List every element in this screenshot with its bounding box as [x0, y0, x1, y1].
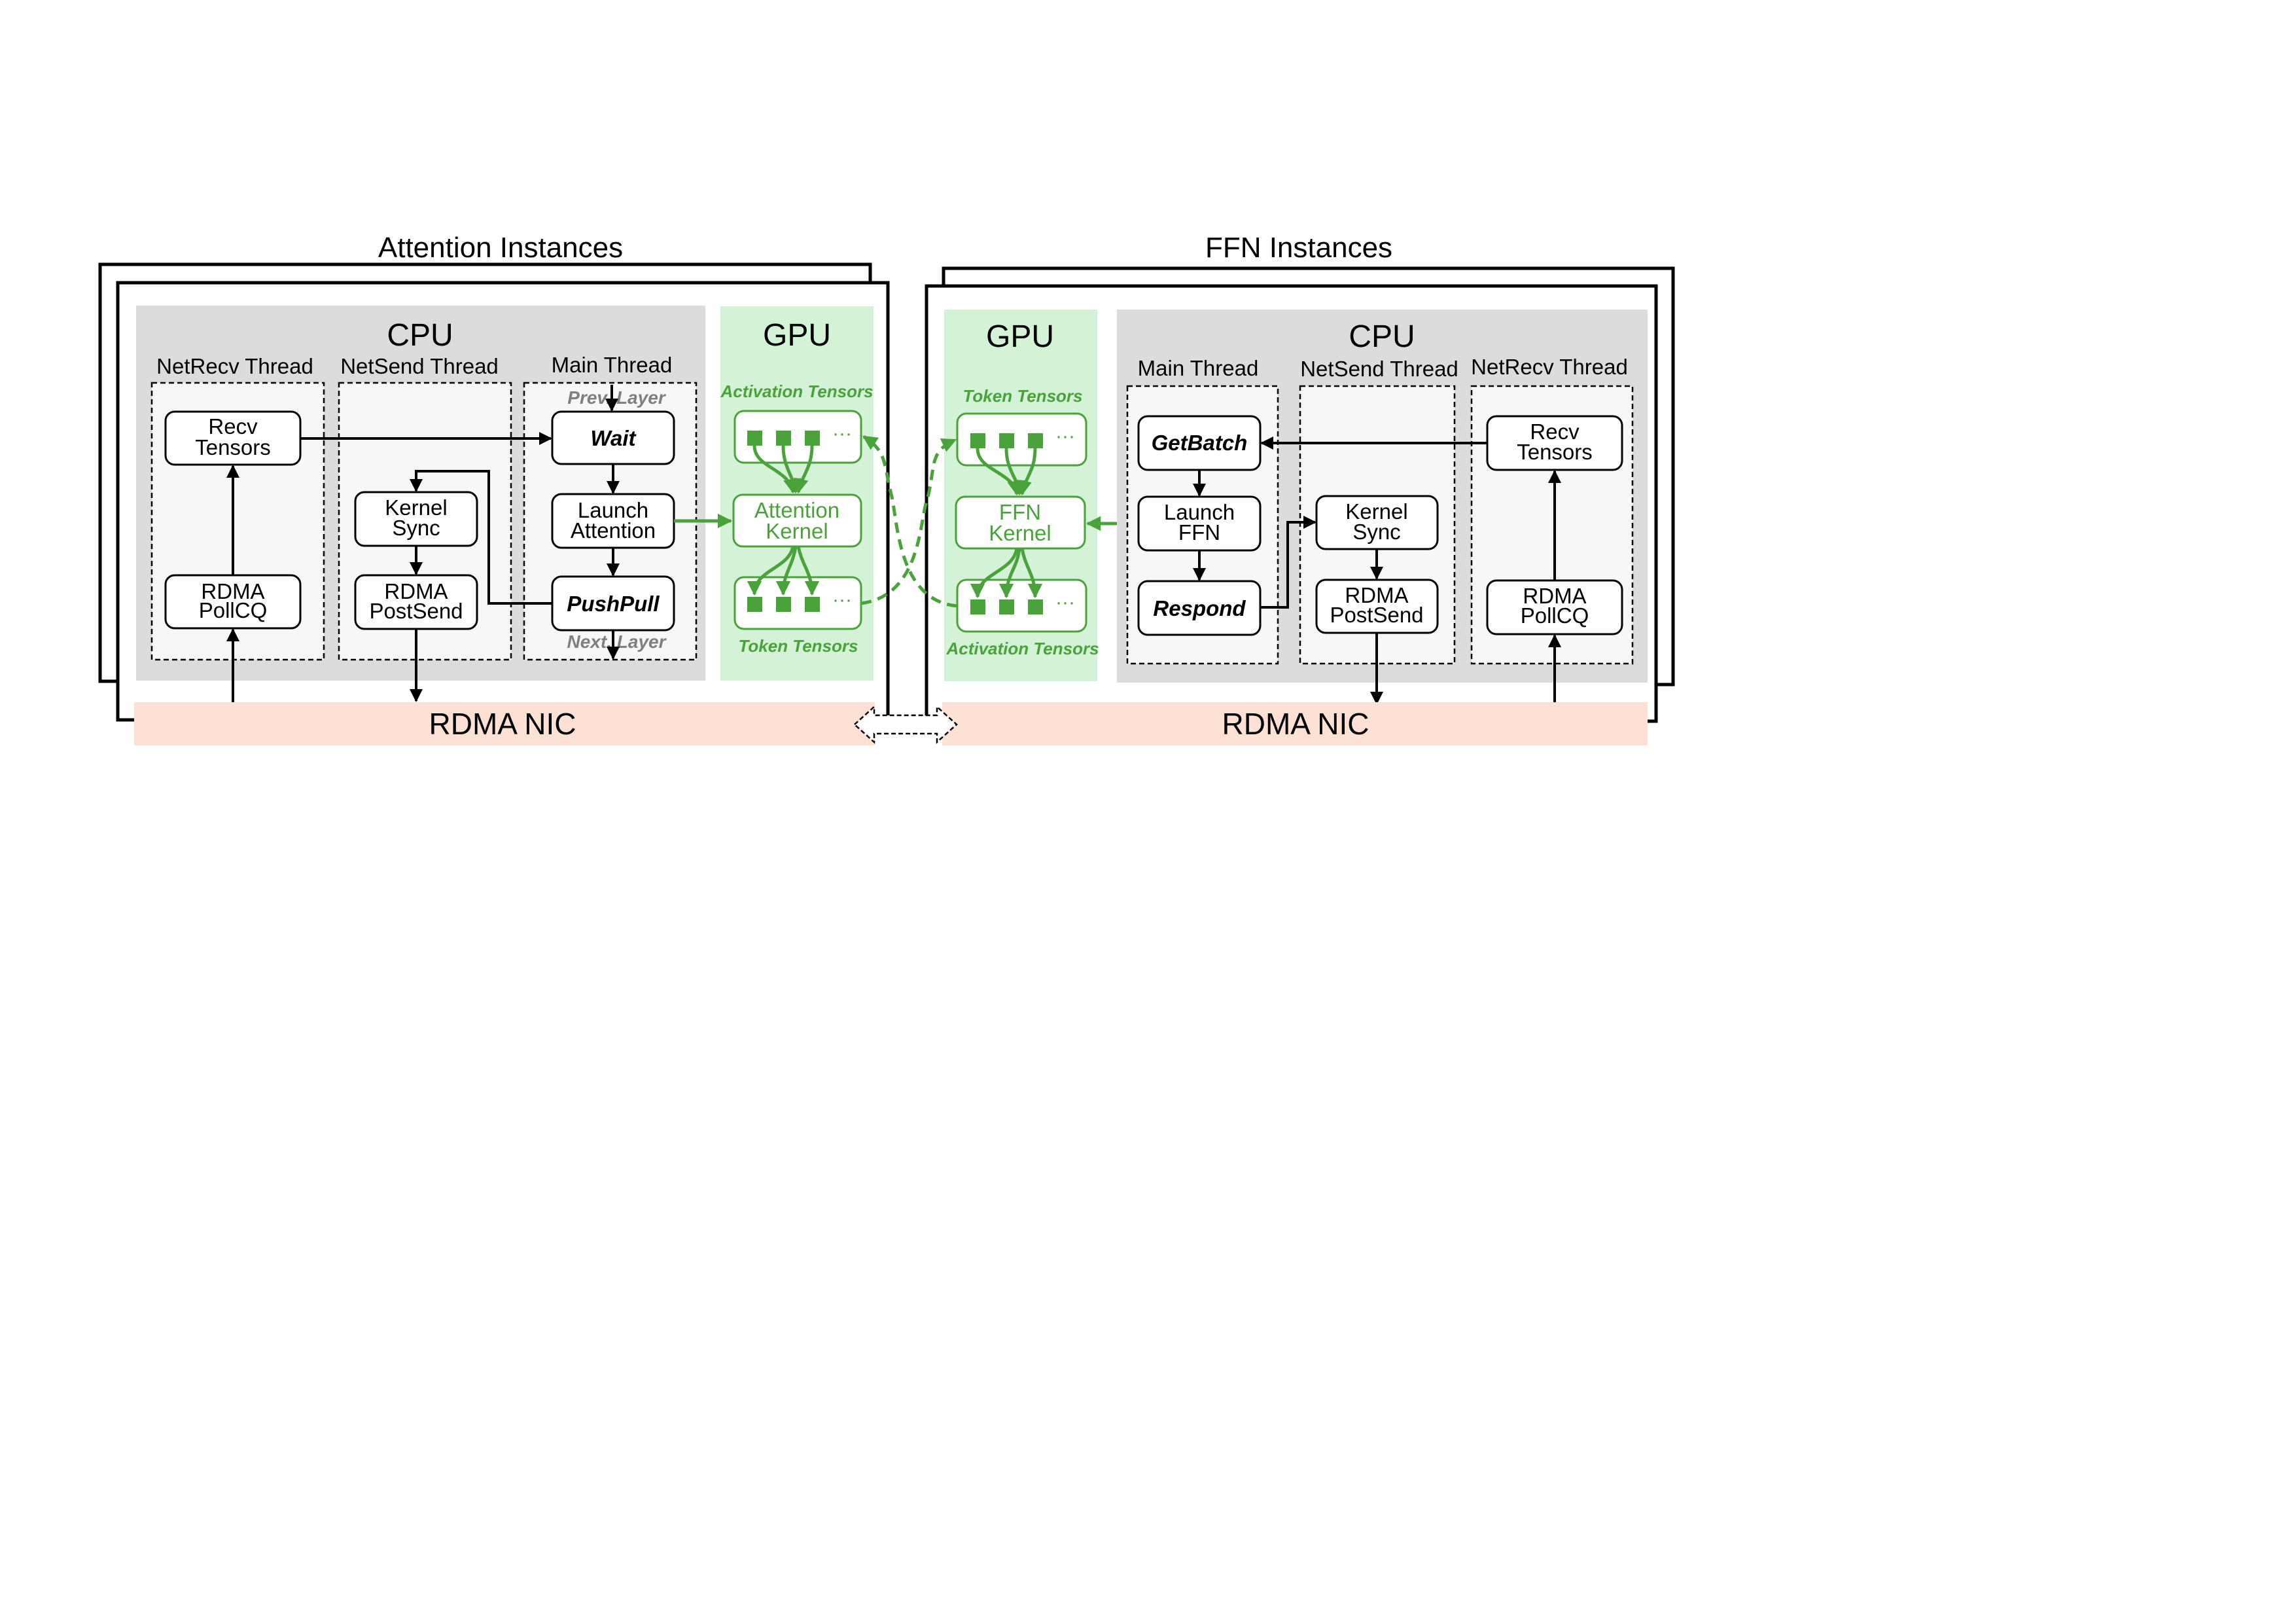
attention-launch-attention-box: Launch Attention	[551, 493, 675, 549]
svg-text:Launch: Launch	[578, 498, 648, 522]
ffn-cpu-title: CPU	[1349, 319, 1415, 354]
ffn-rdma-postsend-box: RDMA PostSend	[1315, 579, 1439, 634]
tensor-square	[1028, 433, 1043, 448]
attention-rdma-pollcq-box: RDMA PollCQ	[164, 574, 302, 630]
attention-token-tensors-label: Token Tensors	[738, 636, 858, 656]
tensor-square	[1028, 599, 1043, 615]
ffn-kernel-sync-box: Kernel Sync	[1315, 495, 1439, 550]
attention-gpu-title: GPU	[763, 318, 831, 353]
svg-text:FFN: FFN	[999, 500, 1041, 524]
svg-text:···: ···	[1055, 592, 1075, 613]
ffn-token-tensors-box: ···	[956, 412, 1087, 467]
svg-text:Attention: Attention	[754, 498, 839, 522]
ffn-recv-tensors-box: Recv Tensors	[1486, 415, 1623, 471]
attention-netsend-thread-label: NetSend Thread	[340, 354, 499, 378]
ffn-instances: FFN Instances GPU Token Tensors ··· FFN …	[925, 232, 1675, 745]
ffn-rdma-nic-label: RDMA NIC	[1222, 707, 1369, 741]
ffn-netrecv-thread-label: NetRecv Thread	[1471, 355, 1628, 379]
attention-netrecv-thread-label: NetRecv Thread	[156, 354, 313, 378]
ffn-kernel-box: FFN Kernel	[955, 495, 1086, 550]
tensor-square	[805, 431, 820, 446]
svg-text:Respond: Respond	[1153, 596, 1246, 620]
ffn-cpu-arrows	[1193, 437, 1561, 705]
svg-text:RDMA: RDMA	[1523, 584, 1586, 608]
svg-text:Kernel: Kernel	[989, 521, 1051, 545]
tensor-square	[970, 433, 985, 448]
ffn-launch-ffn-box: Launch FFN	[1137, 495, 1262, 552]
attention-kernel-sync-box: Kernel Sync	[354, 491, 478, 547]
svg-text:Kernel: Kernel	[766, 519, 828, 543]
nic-bidirectional-arrow	[853, 705, 958, 744]
svg-text:RDMA: RDMA	[201, 579, 264, 603]
attention-rdma-nic-label: RDMA NIC	[429, 707, 576, 741]
svg-text:Sync: Sync	[1352, 520, 1400, 544]
attention-rdma-postsend-box: RDMA PostSend	[354, 574, 478, 630]
svg-text:PollCQ: PollCQ	[199, 598, 268, 622]
tensor-square	[776, 597, 791, 612]
attention-recv-tensors-box: Recv Tensors	[164, 410, 302, 466]
tensor-square	[805, 597, 820, 612]
attention-main-thread-label: Main Thread	[552, 353, 673, 377]
tensor-square	[747, 431, 762, 446]
ffn-getbatch-box: GetBatch	[1137, 415, 1262, 471]
ffn-instances-title: FFN Instances	[1205, 232, 1392, 264]
svg-text:Attention: Attention	[571, 518, 656, 543]
attention-prev-layer-label: Prev. Layer	[567, 387, 667, 408]
svg-text:···: ···	[832, 589, 852, 611]
svg-text:···: ···	[832, 423, 852, 444]
attention-token-tensors-box: ···	[733, 576, 862, 630]
svg-text:RDMA: RDMA	[384, 579, 448, 603]
svg-text:Recv: Recv	[208, 414, 258, 438]
svg-text:PostSend: PostSend	[1330, 603, 1423, 627]
ffn-rdma-pollcq-box: RDMA PollCQ	[1486, 579, 1623, 635]
cross-instance-dashed-arrows	[860, 435, 958, 608]
ffn-rdma-nic	[942, 702, 1648, 745]
ffn-gpu-title: GPU	[986, 319, 1054, 354]
svg-text:Recv: Recv	[1530, 419, 1580, 444]
svg-text:Wait: Wait	[590, 426, 637, 450]
attention-pushpull-box: PushPull	[551, 575, 675, 632]
tensor-square	[999, 599, 1014, 615]
attention-instances: Attention Instances CPU NetRecv Thread N…	[98, 232, 890, 745]
svg-text:FFN: FFN	[1178, 520, 1220, 544]
attention-activation-tensors-box: ···	[733, 410, 862, 464]
svg-text:PushPull: PushPull	[567, 592, 660, 616]
ffn-activation-tensors-box: ···	[956, 579, 1087, 633]
svg-text:Kernel: Kernel	[1345, 499, 1407, 524]
ffn-respond-box: Respond	[1137, 580, 1262, 636]
svg-text:Kernel: Kernel	[385, 495, 447, 520]
ffn-netsend-thread-label: NetSend Thread	[1300, 357, 1458, 381]
ffn-token-tensors-label: Token Tensors	[963, 386, 1082, 406]
svg-text:RDMA: RDMA	[1345, 583, 1408, 607]
ffn-main-thread-label: Main Thread	[1138, 356, 1259, 380]
svg-text:PostSend: PostSend	[369, 599, 463, 623]
attention-cpu-title: CPU	[387, 318, 453, 353]
attention-cpu-arrows	[226, 385, 620, 704]
attention-next-layer-label: Next. Layer	[567, 632, 667, 652]
svg-text:GetBatch: GetBatch	[1152, 431, 1248, 455]
svg-text:PollCQ: PollCQ	[1521, 603, 1589, 628]
tensor-square	[999, 433, 1014, 448]
attention-rdma-nic	[134, 702, 875, 745]
attention-instances-title: Attention Instances	[378, 232, 623, 264]
attention-kernel-box: Attention Kernel	[732, 493, 862, 548]
svg-text:Tensors: Tensors	[1517, 440, 1593, 464]
attention-wait-box: Wait	[551, 410, 675, 465]
ffn-activation-tensors-label: Activation Tensors	[945, 639, 1099, 658]
svg-text:···: ···	[1055, 425, 1075, 447]
tensor-square	[970, 599, 985, 615]
attention-activation-tensors-label: Activation Tensors	[720, 382, 873, 401]
svg-text:Launch: Launch	[1164, 500, 1235, 524]
tensor-square	[776, 431, 791, 446]
svg-text:Tensors: Tensors	[195, 435, 271, 459]
tensor-square	[747, 597, 762, 612]
svg-text:Sync: Sync	[392, 516, 440, 540]
attention-gpu-arrows	[674, 445, 820, 596]
